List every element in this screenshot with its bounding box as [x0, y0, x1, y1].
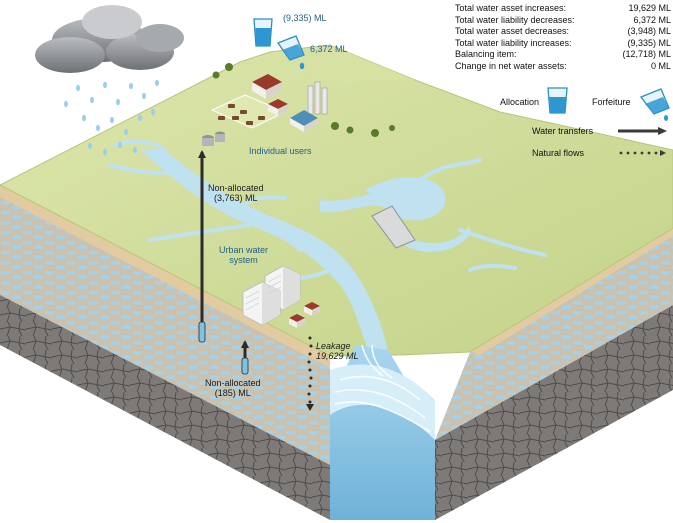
summary-row-value: (12,718) ML — [622, 49, 671, 60]
urban-water-system-line-1: Urban water — [219, 245, 269, 255]
summary-row-value: 0 ML — [650, 60, 671, 71]
legend-allocation-icon — [547, 87, 568, 114]
summary-row: Change in net water assets: 0 ML — [455, 61, 671, 73]
summary-row-value: (9,335) ML — [627, 37, 671, 48]
summary-row-value: 19,629 ML — [628, 3, 671, 13]
rain-cloud — [35, 5, 184, 156]
legend-water-transfers-arrow — [618, 127, 667, 135]
raindrops — [64, 79, 159, 156]
summary-row: Total water asset decreases: (3,948) ML — [455, 26, 671, 38]
dam — [371, 205, 416, 249]
summary-row-value: (3,948) ML — [627, 26, 671, 37]
grassland-surface — [0, 44, 673, 357]
urban-water-system-line-2: system — [229, 255, 258, 266]
legend-allocation-label: Allocation — [500, 97, 540, 107]
leakage-value: 19,629 ML — [316, 351, 359, 362]
summary-row-label: Total water liability decreases: — [455, 14, 575, 25]
river — [140, 150, 388, 355]
urban-buildings — [242, 265, 320, 328]
summary-row-label: Total water asset increases: — [455, 3, 567, 13]
legend-natural-flows-label: Natural flows — [532, 148, 585, 158]
bore-pipe-1 — [198, 150, 206, 343]
bore-pipe-2 — [241, 340, 249, 375]
non-allocated-2-title: Non-allocated — [205, 378, 261, 388]
non-allocated-2-value: (185) ML — [214, 388, 251, 399]
allocation-value-label: (9,335) ML — [283, 13, 327, 23]
forfeiture-value-label: 6,372 ML — [310, 44, 348, 54]
leakage-flow — [306, 336, 314, 411]
allocation-glass-icon — [253, 18, 273, 47]
bedrock-right-face — [435, 305, 673, 520]
summary-row-label: Total water asset decreases: — [455, 26, 570, 37]
legend-forfeiture-icon — [639, 88, 670, 121]
summary-row: Total water asset increases: 19,629 ML — [455, 3, 671, 15]
non-allocated-label-2: Non-allocated (185) ML — [205, 378, 261, 399]
aquifer-left-face — [0, 193, 330, 465]
summary-row: Total water liability increases: (9,335) … — [455, 38, 671, 50]
summary-row-label: Change in net water assets: — [455, 60, 567, 71]
legend-natural-flows-arrow — [619, 150, 666, 156]
non-allocated-1-value: (3,763) ML — [214, 193, 258, 204]
leakage-label: Leakage 19,629 ML — [316, 341, 359, 362]
legend-forfeiture-label: Forfeiture — [592, 97, 631, 107]
forfeiture-glass-icon — [276, 35, 305, 70]
aquifer-right-face — [435, 228, 673, 440]
summary-row: Balancing item: (12,718) ML — [455, 49, 671, 61]
leakage-title: Leakage — [316, 341, 351, 351]
urban-water-system-label: Urban water system — [219, 245, 268, 266]
farm-buildings — [202, 63, 395, 146]
terrain-block — [0, 44, 673, 520]
individual-users-label: Individual users — [249, 146, 312, 156]
non-allocated-label-1: Non-allocated (3,763) ML — [208, 183, 264, 204]
summary-row: Total water liability decreases: 6,372 ML — [455, 15, 671, 27]
tributaries — [108, 139, 547, 281]
summary-row-label: Balancing item: — [455, 49, 517, 60]
non-allocated-1-title: Non-allocated — [208, 183, 264, 193]
summary-row-label: Total water liability increases: — [455, 37, 572, 48]
legend-water-transfers-label: Water transfers — [532, 126, 594, 136]
summary-row-value: 6,372 ML — [633, 14, 671, 25]
